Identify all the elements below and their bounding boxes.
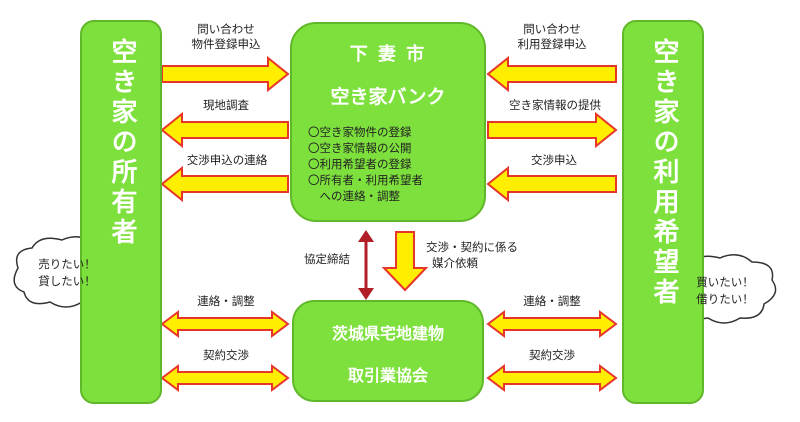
label-user-inquiry-2: 利用登録申込 — [517, 37, 587, 51]
arrow-left-contract — [160, 364, 290, 392]
label-site-survey: 現地調査 — [203, 98, 249, 112]
label-user-inquiry-1: 問い合わせ — [523, 22, 581, 36]
user-box: 空き家の利用希望者 — [622, 20, 704, 404]
label-mediation-2: 媒介依頼 — [432, 256, 478, 270]
label-info-provide: 空き家情報の提供 — [509, 98, 601, 112]
arrow-left-contact — [160, 310, 290, 338]
bank-item: への連絡・調整 — [308, 189, 400, 203]
label-negotiation-contact: 交渉申込の連絡 — [186, 153, 268, 167]
bank-item: 〇利用希望者の登録 — [308, 157, 412, 171]
label-owner-inquiry-2: 物件登録申込 — [191, 37, 261, 51]
association-line1: 茨城県宅地建物 — [331, 324, 444, 343]
arrow-user-inquiry — [486, 55, 617, 93]
bank-item: 〇空き家情報の公開 — [308, 141, 412, 155]
label-owner-inquiry-1: 問い合わせ — [197, 22, 255, 36]
owner-label: 空き家の所有者 — [107, 38, 137, 248]
arrow-mediation — [381, 231, 429, 292]
arrow-site-survey — [160, 111, 289, 149]
bank-name-title: 空き家バンク — [330, 86, 446, 108]
buy-bubble-text: 買いたい！ 借りたい！ — [696, 275, 754, 306]
association-line2: 取引業協会 — [347, 366, 428, 385]
bank-city-title: 下 妻 市 — [349, 44, 427, 65]
bank-item: 〇空き家物件の登録 — [308, 125, 412, 139]
label-right-contract: 契約交渉 — [529, 348, 575, 362]
user-label: 空き家の利用希望者 — [649, 38, 679, 308]
label-agreement: 協定締結 — [304, 252, 350, 266]
bank-item-list: 〇空き家物件の登録 〇空き家情報の公開 〇利用希望者の登録 〇所有者・利用希望者… — [308, 124, 423, 204]
arrow-agreement — [358, 230, 374, 300]
bank-item: 〇所有者・利用希望者 — [308, 173, 423, 187]
label-mediation-1: 交渉・契約に係る — [426, 240, 518, 254]
arrow-owner-inquiry — [161, 55, 290, 93]
arrow-right-contact — [486, 310, 618, 338]
arrow-right-contract — [486, 364, 618, 392]
bank-box: 下 妻 市 空き家バンク 〇空き家物件の登録 〇空き家情報の公開 〇利用希望者の… — [290, 22, 486, 222]
arrow-info-provide — [487, 111, 618, 149]
sell-bubble-text: 売りたい！ 貸したい！ — [38, 257, 96, 288]
label-right-contact: 連絡・調整 — [523, 294, 581, 308]
arrow-negotiation-contact — [160, 165, 289, 203]
label-left-contract: 契約交渉 — [203, 348, 249, 362]
arrow-negotiation-apply — [486, 165, 617, 203]
owner-box: 空き家の所有者 — [80, 20, 162, 404]
label-negotiation-apply: 交渉申込 — [531, 153, 577, 167]
association-box: 茨城県宅地建物 取引業協会 — [292, 300, 484, 402]
label-left-contact: 連絡・調整 — [197, 294, 255, 308]
